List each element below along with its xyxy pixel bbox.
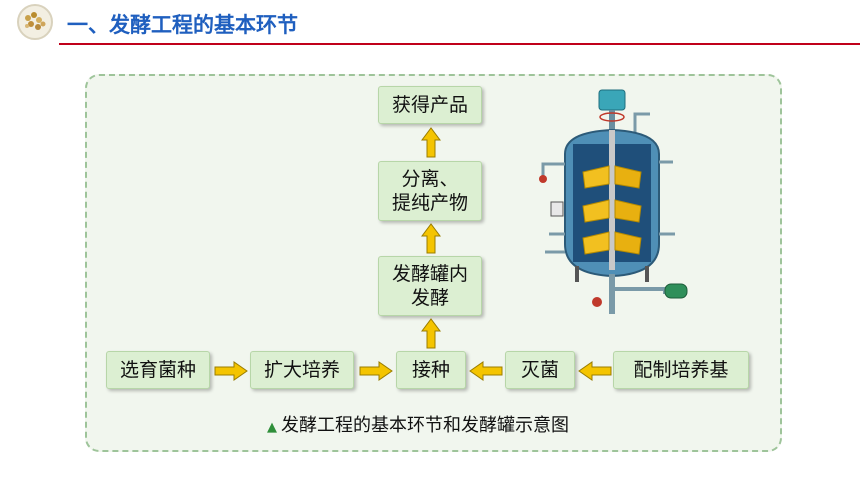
logo [17, 4, 53, 40]
arrow-left-1 [469, 361, 503, 381]
box-inoculate: 接种 [396, 351, 466, 389]
arrow-up-3 [421, 127, 441, 158]
arrow-right-1 [214, 361, 248, 381]
caption-text: 发酵工程的基本环节和发酵罐示意图 [281, 415, 569, 436]
arrow-up-1 [421, 318, 441, 349]
arrow-up-2 [421, 223, 441, 254]
box-get-product: 获得产品 [378, 86, 482, 124]
triangle-icon: ▲ [267, 420, 277, 435]
box-expand-culture: 扩大培养 [250, 351, 354, 389]
page-title: 一、发酵工程的基本环节 [67, 13, 298, 37]
arrow-right-2 [359, 361, 393, 381]
arrow-left-2 [578, 361, 612, 381]
figure-caption: ▲ 发酵工程的基本环节和发酵罐示意图 [267, 411, 569, 437]
box-separate-purify: 分离、 提纯产物 [378, 161, 482, 221]
fermenter-illustration [539, 89, 688, 314]
box-prepare-medium: 配制培养基 [613, 351, 749, 389]
title-divider [59, 43, 860, 45]
box-sterilize: 灭菌 [505, 351, 575, 389]
box-ferment: 发酵罐内 发酵 [378, 256, 482, 316]
header: 一、发酵工程的基本环节 [0, 0, 860, 46]
box-select-strain: 选育菌种 [106, 351, 210, 389]
